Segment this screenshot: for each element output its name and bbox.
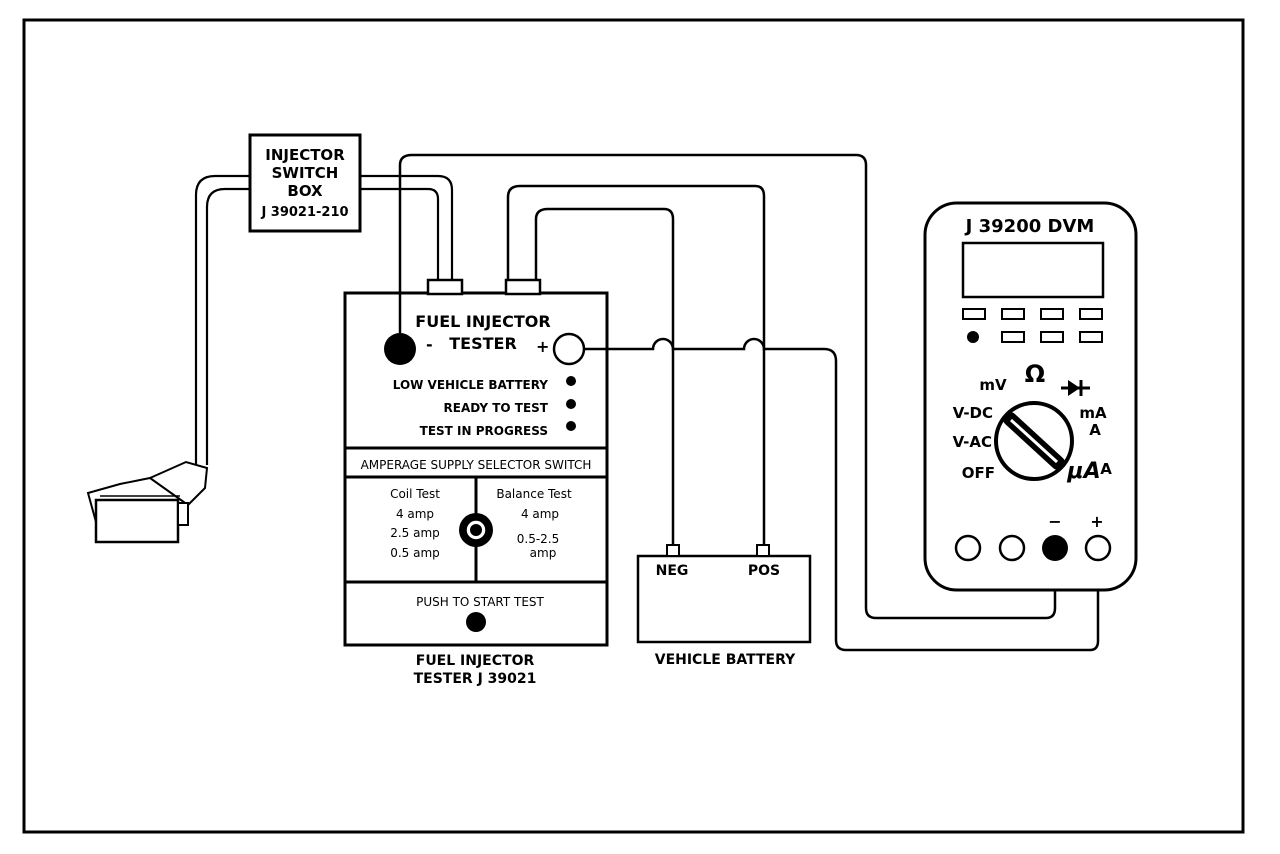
push-to-start-label: PUSH TO START TEST [416, 595, 544, 609]
dvm-meter: J 39200 DVM mV Ω V-DC V-AC OFF mA A μA A [923, 201, 1138, 592]
tester-title1: FUEL INJECTOR [415, 312, 550, 331]
dvm-ua-label: μA [1066, 459, 1100, 484]
injector-switch-box: INJECTOR SWITCH BOX J 39021-210 [248, 133, 362, 233]
tester-caption2: TESTER J 39021 [414, 671, 537, 687]
tester-connector-right [504, 278, 542, 296]
dvm-mv-label: mV [979, 376, 1007, 394]
tester-caption1: FUEL INJECTOR [416, 653, 535, 669]
dvm-ua-a-label: A [1100, 460, 1112, 478]
dvm-button[interactable] [1040, 308, 1064, 320]
dvm-button[interactable] [1040, 331, 1064, 343]
dvm-button[interactable] [1079, 331, 1103, 343]
dvm-ma-label: mA [1079, 404, 1107, 422]
switch-box-line1: INJECTOR [265, 146, 345, 164]
dvm-ohm-label: Ω [1025, 360, 1045, 388]
dvm-vac-label: V-AC [953, 433, 992, 451]
dvm-button[interactable] [962, 308, 986, 320]
tester-negative-jack[interactable] [384, 333, 416, 365]
led-ready [566, 399, 576, 409]
tester-plus-label: + [536, 337, 549, 356]
battery-neg-terminal [666, 544, 680, 557]
battery-leads [506, 184, 766, 545]
switch-box-line3: BOX [287, 182, 323, 200]
led-in-progress [566, 421, 576, 431]
amperage-selector-knob[interactable] [459, 513, 493, 547]
coil-opt-3: 0.5 amp [390, 546, 440, 560]
dvm-a-label: A [1089, 421, 1101, 439]
battery-pos-terminal [756, 544, 770, 557]
dvm-off-label: OFF [962, 464, 995, 482]
switch-box-line2: SWITCH [272, 164, 339, 182]
dvm-plus-label: + [1090, 512, 1103, 531]
indicator-ready: READY TO TEST [444, 401, 549, 415]
balance-opt-2a: 0.5-2.5 [517, 532, 560, 546]
dvm-leads [398, 153, 1100, 652]
dvm-button[interactable] [1001, 331, 1025, 343]
dvm-jack[interactable] [998, 534, 1026, 562]
balance-opt-2b: amp [530, 546, 557, 560]
dvm-button[interactable] [1001, 308, 1025, 320]
indicator-low-battery: LOW VEHICLE BATTERY [393, 378, 549, 392]
battery-pos-label: POS [748, 563, 780, 579]
dvm-button[interactable] [1079, 308, 1103, 320]
push-to-start-button[interactable] [466, 612, 486, 632]
tester-title2: TESTER [449, 334, 517, 353]
dvm-negative-jack[interactable] [1042, 535, 1068, 561]
dvm-power-led [967, 331, 979, 343]
dvm-title: J 39200 DVM [964, 216, 1095, 237]
indicator-in-progress: TEST IN PROGRESS [420, 424, 548, 438]
injector-connector [86, 460, 209, 544]
tester-connector-left [426, 278, 464, 296]
switch-box-line4: J 39021-210 [260, 205, 348, 220]
diode-icon [1061, 380, 1090, 396]
dvm-rotary-dial[interactable] [994, 401, 1074, 481]
vehicle-battery: NEG POS VEHICLE BATTERY [636, 544, 812, 668]
balance-opt-1: 4 amp [521, 507, 559, 521]
tester-positive-jack[interactable] [552, 332, 586, 366]
balance-test-title: Balance Test [496, 487, 572, 501]
led-low-battery [566, 376, 576, 386]
dvm-minus-label: − [1048, 512, 1061, 531]
dvm-display [961, 241, 1105, 299]
fuel-injector-tester: FUEL INJECTOR TESTER - + LOW VEHICLE BAT… [343, 278, 609, 687]
battery-neg-label: NEG [656, 563, 689, 579]
switch-box-cable [360, 174, 454, 280]
coil-opt-2: 2.5 amp [390, 526, 440, 540]
outer-frame [22, 18, 1245, 834]
injector-harness [194, 174, 250, 465]
dvm-vdc-label: V-DC [953, 404, 993, 422]
coil-opt-1: 4 amp [396, 507, 434, 521]
selector-switch-label: AMPERAGE SUPPLY SELECTOR SWITCH [361, 458, 592, 472]
dvm-jack[interactable] [954, 534, 982, 562]
coil-test-title: Coil Test [390, 487, 440, 501]
dvm-positive-jack[interactable] [1084, 534, 1112, 562]
tester-minus-label: - [426, 335, 433, 354]
battery-caption: VEHICLE BATTERY [655, 652, 796, 668]
